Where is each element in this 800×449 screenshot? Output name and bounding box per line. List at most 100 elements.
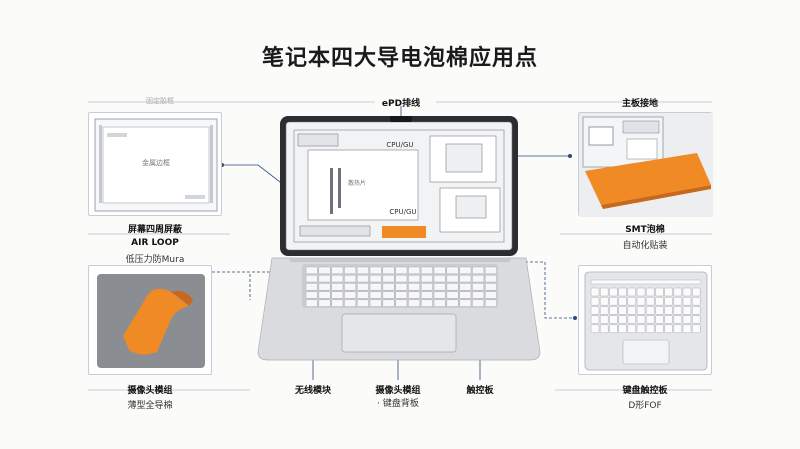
board-foam-drawing [579, 113, 713, 217]
key [331, 266, 344, 275]
key [590, 287, 600, 297]
key [472, 291, 484, 299]
key [618, 296, 627, 306]
key [599, 324, 609, 334]
key [599, 287, 609, 297]
key [599, 306, 609, 315]
key [673, 296, 683, 306]
key [459, 299, 472, 307]
key [331, 299, 344, 307]
key [369, 266, 382, 275]
key [627, 287, 637, 297]
key [446, 299, 459, 307]
key [682, 324, 692, 334]
key [382, 283, 395, 291]
faint-label: 固定胶框 [146, 97, 174, 105]
key [485, 299, 497, 307]
key [636, 306, 646, 315]
key [655, 315, 664, 324]
key [318, 275, 331, 283]
key [655, 296, 664, 306]
key [590, 315, 600, 324]
label-kb-touch: 键盘触控板 [622, 386, 668, 396]
key [618, 315, 627, 324]
key [459, 291, 472, 299]
key [446, 266, 459, 275]
key [408, 266, 420, 275]
key [609, 287, 618, 297]
key [357, 291, 369, 299]
key [472, 275, 484, 283]
key [472, 266, 484, 275]
label-air-loop: AIR LOOP [131, 238, 179, 248]
key [485, 283, 497, 291]
key [433, 283, 446, 291]
key [305, 299, 318, 307]
key [382, 275, 395, 283]
panel-screen-center-text: 金属边框 [142, 159, 170, 167]
key [691, 296, 701, 306]
key [357, 266, 369, 275]
key [369, 299, 382, 307]
label-wireless: 无线模块 [294, 386, 331, 396]
panel-keyboard [578, 265, 712, 375]
key [691, 306, 701, 315]
key [318, 299, 331, 307]
key [627, 324, 637, 334]
key [344, 275, 356, 283]
key [691, 324, 701, 334]
key [655, 306, 664, 315]
key [627, 296, 637, 306]
foam-peel-drawing [97, 274, 205, 368]
key [609, 306, 618, 315]
key [369, 275, 382, 283]
key [395, 275, 408, 283]
key [382, 266, 395, 275]
key [408, 275, 420, 283]
label-camera-module: 摄像头模组 [127, 386, 173, 396]
panel-board-ground [578, 112, 713, 217]
key [408, 283, 420, 291]
keyboard-drawing [584, 271, 708, 371]
key [446, 275, 459, 283]
key [673, 324, 683, 334]
key [673, 306, 683, 315]
key [618, 306, 627, 315]
page-title: 笔记本四大导电泡棉应用点 [261, 46, 538, 71]
key [682, 296, 692, 306]
key [485, 266, 497, 275]
key [433, 291, 446, 299]
key [357, 283, 369, 291]
key [691, 315, 701, 324]
key [682, 315, 692, 324]
key [344, 299, 356, 307]
key [664, 315, 673, 324]
key [664, 287, 673, 297]
key [433, 299, 446, 307]
key [691, 287, 701, 297]
key [433, 266, 446, 275]
key [590, 324, 600, 334]
panel-camera-module [88, 265, 212, 375]
key [664, 306, 673, 315]
label-epd: ePD排线 [381, 99, 421, 109]
label-d-fof: D形FOF [628, 401, 662, 411]
key [382, 299, 395, 307]
key [421, 291, 433, 299]
key [344, 266, 356, 275]
chip-label-top: CPU/GU [386, 141, 414, 149]
key [599, 315, 609, 324]
label-board-ground: 主板接地 [621, 99, 658, 109]
key [459, 283, 472, 291]
label-auto-mount: 自动化贴装 [622, 241, 668, 251]
key [664, 324, 673, 334]
key [421, 266, 433, 275]
key [485, 275, 497, 283]
label-anti-mura: 低压力防Mura [125, 255, 185, 265]
key [645, 296, 655, 306]
key [609, 296, 618, 306]
label-touchpad: 触控板 [466, 386, 494, 396]
key [664, 296, 673, 306]
key [627, 306, 637, 315]
